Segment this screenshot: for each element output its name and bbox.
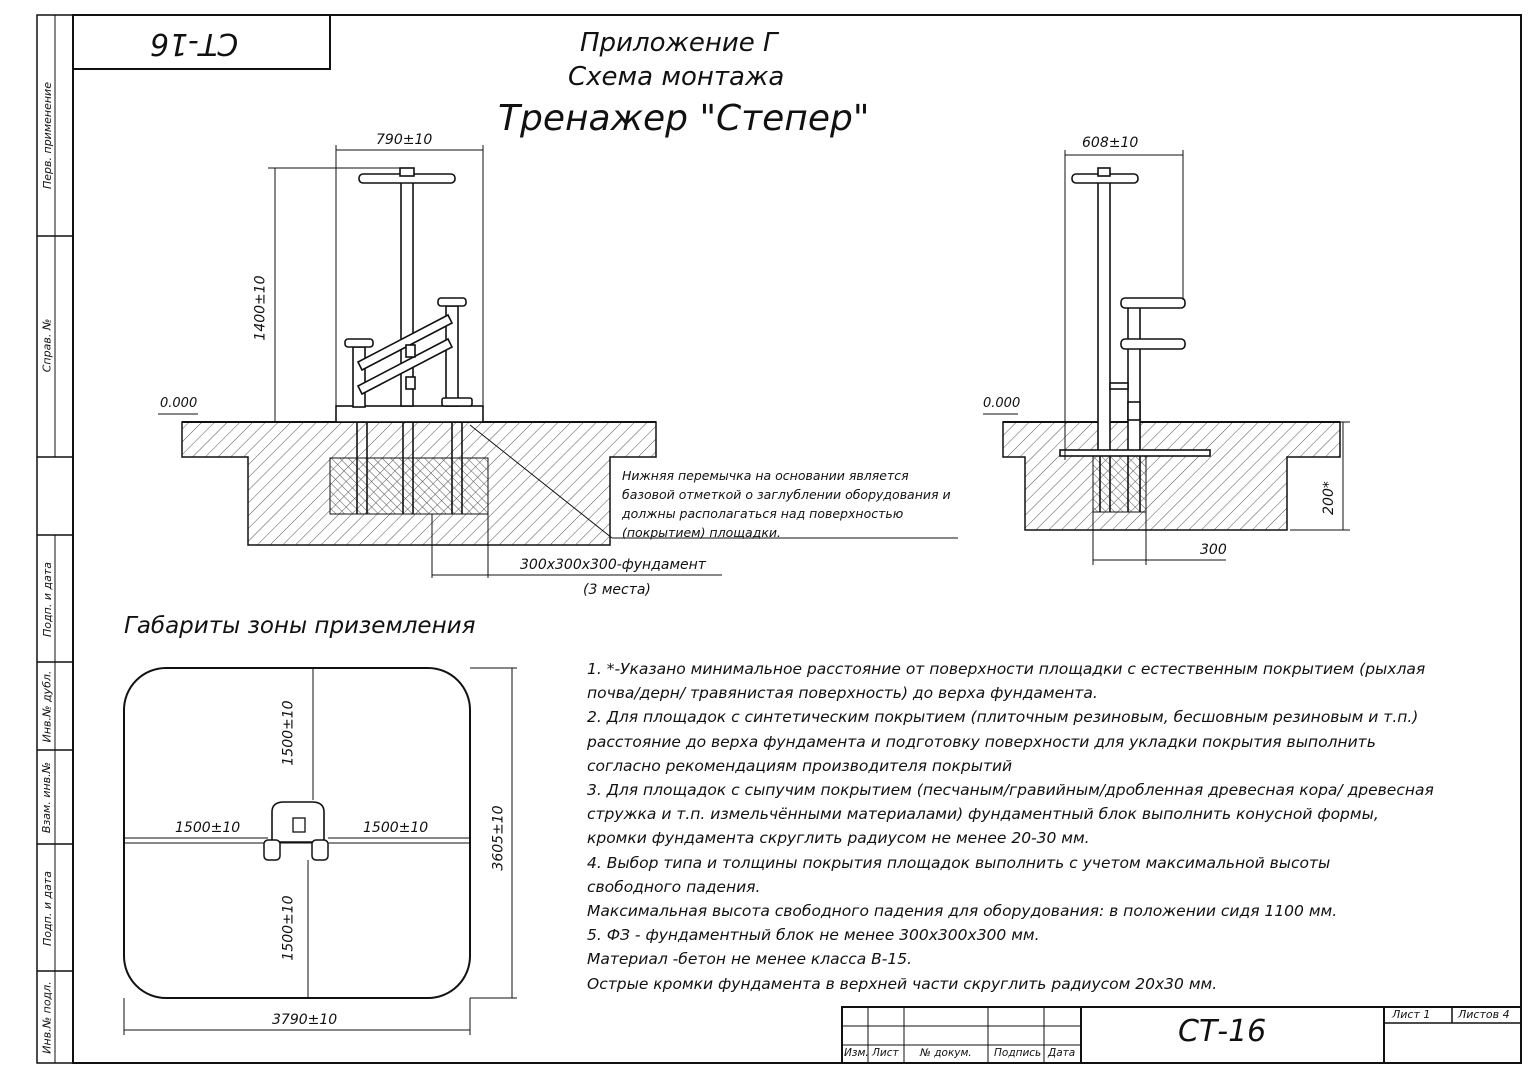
note-line: 5. ФЗ - фундаментный блок не менее 300х3… <box>587 926 1040 945</box>
front-note-line: (покрытием) площадки. <box>622 525 781 540</box>
title-block-header-sign: Подпись <box>994 1047 1042 1059</box>
title-block-designation: СТ-16 <box>1178 1014 1267 1049</box>
zone-width-dim: 3790±10 <box>272 1012 338 1028</box>
note-line: Максимальная высота свободного падения д… <box>587 902 1338 921</box>
note-line: расстояние до верха фундамента и подгото… <box>587 732 1376 751</box>
stamp-box <box>72 14 331 70</box>
side-level-mark: 0.000 <box>983 396 1021 411</box>
title-equipment: Тренажер "Степер" <box>498 98 870 139</box>
zone-title: Габариты зоны приземления <box>124 613 476 639</box>
side-label-replace-inv: Взам. инв.№ <box>40 761 54 833</box>
front-view-equipment <box>335 167 484 514</box>
front-note-line: должны располагаться над поверхностью <box>622 506 904 521</box>
note-line: свободного падения. <box>587 877 761 896</box>
title-appendix: Приложение Г <box>580 28 778 58</box>
title-scheme: Схема монтажа <box>568 62 785 92</box>
foundation-count: (3 места) <box>583 582 651 598</box>
front-note-line: Нижняя перемычка на основании является <box>622 468 909 483</box>
front-level-mark: 0.000 <box>160 396 198 411</box>
side-label-sign-date-1: Подп. и дата <box>40 561 54 637</box>
side-view-dimensions <box>983 150 1350 565</box>
side-view-equipment <box>1059 167 1211 512</box>
zone-top-dim: 1500±10 <box>280 700 297 766</box>
note-line: Материал -бетон не менее класса В-15. <box>587 950 913 969</box>
note-line: кромки фундамента скруглить радиусом не … <box>587 829 1090 848</box>
title-block-header-sheet: Лист <box>872 1047 899 1059</box>
front-note-line: базовой отметкой о заглублении оборудова… <box>622 487 951 502</box>
zone-height-dim: 3605±10 <box>490 805 507 871</box>
title-block-header-doc: № докум. <box>920 1047 972 1059</box>
zone-right-dim: 1500±10 <box>363 820 429 836</box>
note-line: стружка и т.п. измельчёнными материалами… <box>587 805 1379 824</box>
side-width-dim: 608±10 <box>1082 135 1139 151</box>
installation-notes: 1. *-Указано минимальное расстояние от п… <box>587 657 1517 996</box>
note-line: почва/дерн/ травянистая поверхность) до … <box>587 684 1098 703</box>
front-width-dim: 790±10 <box>376 132 433 148</box>
note-line: 2. Для площадок с синтетическим покрытие… <box>587 708 1419 727</box>
front-view-dimensions <box>158 145 958 578</box>
note-line: 1. *-Указано минимальное расстояние от п… <box>587 660 1426 678</box>
title-block-sheets: Листов 4 <box>1458 1008 1510 1021</box>
foundation-label: 300х300х300-фундамент <box>520 557 706 573</box>
side-label-original-inv: Инв.№ подл. <box>40 980 54 1054</box>
front-view-ground <box>181 421 657 546</box>
front-height-dim: 1400±10 <box>252 275 269 341</box>
title-block-header-date: Дата <box>1048 1047 1076 1059</box>
title-block-sheet: Лист 1 <box>1392 1008 1431 1021</box>
side-label-sign-date-2: Подп. и дата <box>40 870 54 946</box>
title-block <box>841 1006 1522 1064</box>
stamp-designation: СТ-16 <box>150 26 239 61</box>
zone-left-dim: 1500±10 <box>175 820 241 836</box>
note-line: 4. Выбор типа и толщины покрытия площадо… <box>587 853 1331 872</box>
side-label-first-use: Перв. применение <box>40 81 54 189</box>
side-label-dup-inv: Инв.№ дубл. <box>40 670 54 742</box>
note-line: Острые кромки фундамента в верхней части… <box>587 974 1218 993</box>
side-view-ground <box>1002 421 1341 531</box>
side-depth-dim: 200* <box>1320 481 1337 515</box>
note-line: 3. Для площадок с сыпучим покрытием (пес… <box>587 781 1434 800</box>
zone-plan <box>123 667 517 1035</box>
side-strip-dividers <box>37 15 73 1063</box>
front-note: Нижняя перемычка на основании является б… <box>622 466 951 542</box>
title-block-header-rev: Изм. <box>844 1047 869 1059</box>
zone-bottom-dim: 1500±10 <box>280 895 297 961</box>
note-line: согласно рекомендациям производителя пок… <box>587 756 1013 775</box>
side-label-reference-no: Справ. № <box>40 318 54 372</box>
side-base-dim: 300 <box>1200 542 1227 558</box>
